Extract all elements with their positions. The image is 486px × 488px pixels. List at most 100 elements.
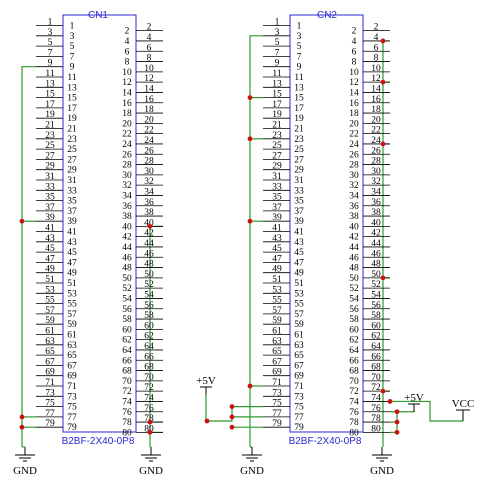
pin-number-outer: 27 bbox=[45, 151, 55, 161]
pin-number-inner: 43 bbox=[67, 238, 77, 248]
pin-number-inner: 39 bbox=[67, 217, 77, 227]
connector-cn2-body bbox=[289, 14, 364, 433]
pin-number-inner: 41 bbox=[294, 228, 304, 238]
junction-dot bbox=[380, 38, 386, 44]
pin-number-outer: 22 bbox=[371, 126, 381, 136]
pin-number-inner: 53 bbox=[67, 289, 77, 299]
pin-number-inner: 77 bbox=[294, 413, 304, 423]
pin-number-inner: 10 bbox=[122, 68, 132, 78]
pin-number-inner: 44 bbox=[122, 243, 132, 253]
pin-number-outer: 65 bbox=[45, 347, 55, 357]
vcc-symbol bbox=[456, 409, 470, 421]
pin-number-outer: 51 bbox=[272, 275, 282, 285]
pin-number-outer: 49 bbox=[45, 265, 55, 275]
pin-number-outer: 38 bbox=[144, 208, 154, 218]
pin-number-outer: 30 bbox=[371, 167, 381, 177]
pin-number-inner: 48 bbox=[349, 264, 359, 274]
pin-number-outer: 36 bbox=[371, 198, 381, 208]
pin-number-inner: 24 bbox=[349, 140, 359, 150]
pin-number-outer: 64 bbox=[371, 342, 381, 352]
pin-number-outer: 1 bbox=[275, 18, 280, 28]
pin-number-inner: 36 bbox=[349, 202, 359, 212]
pin-number-inner: 3 bbox=[70, 32, 75, 42]
pin-number-outer: 65 bbox=[272, 347, 282, 357]
plus5v-symbol-2 bbox=[408, 403, 420, 412]
pin-number-outer: 21 bbox=[45, 121, 55, 131]
pin-number-inner: 8 bbox=[125, 58, 130, 68]
pin-number-outer: 39 bbox=[45, 213, 55, 223]
pin-number-inner: 35 bbox=[294, 197, 304, 207]
pin-number-inner: 48 bbox=[122, 264, 132, 274]
pin-number-outer: 73 bbox=[45, 388, 55, 398]
pin-number-inner: 11 bbox=[294, 73, 303, 83]
pin-number-outer: 25 bbox=[45, 141, 55, 151]
pin-number-outer: 16 bbox=[144, 95, 154, 105]
pin-number-inner: 57 bbox=[67, 310, 77, 320]
gnd-label-4: GND bbox=[370, 465, 394, 477]
pin-number-inner: 18 bbox=[349, 109, 359, 119]
pin-number-inner: 63 bbox=[294, 341, 304, 351]
pin-number-outer: 4 bbox=[374, 33, 379, 43]
pin-number-inner: 22 bbox=[349, 130, 359, 140]
pin-number-outer: 53 bbox=[45, 285, 55, 295]
pin-number-inner: 30 bbox=[122, 171, 132, 181]
pin-number-outer: 29 bbox=[272, 162, 282, 172]
pin-number-inner: 46 bbox=[122, 253, 132, 263]
pin-number-outer: 23 bbox=[45, 131, 55, 141]
pin-number-outer: 74 bbox=[371, 393, 381, 403]
pin-number-inner: 23 bbox=[67, 135, 77, 145]
pin-number-outer: 33 bbox=[45, 182, 55, 192]
pin-number-outer: 54 bbox=[371, 290, 381, 300]
pin-number-inner: 13 bbox=[67, 83, 77, 93]
wires bbox=[21, 35, 463, 455]
pin-number-outer: 10 bbox=[371, 64, 381, 74]
pin-number-inner: 8 bbox=[352, 58, 357, 68]
pin-number-inner: 62 bbox=[122, 336, 132, 346]
pin-number-inner: 17 bbox=[67, 104, 77, 114]
pin-number-outer: 64 bbox=[144, 342, 154, 352]
pin-number-inner: 40 bbox=[349, 222, 359, 232]
junction-dot bbox=[229, 404, 235, 409]
pin-number-outer: 15 bbox=[272, 90, 282, 100]
pin-number-outer: 17 bbox=[45, 100, 55, 110]
pin-number-inner: 37 bbox=[67, 207, 77, 217]
pin-number-outer: 19 bbox=[45, 110, 55, 120]
pin-number-inner: 51 bbox=[294, 279, 304, 289]
junction-dot bbox=[380, 141, 386, 147]
pin-number-outer: 67 bbox=[45, 357, 55, 367]
pin-number-outer: 76 bbox=[144, 404, 154, 414]
pin-number-inner: 73 bbox=[67, 392, 77, 402]
pin-number-outer: 68 bbox=[144, 363, 154, 373]
pin-number-outer: 42 bbox=[371, 229, 381, 239]
pin-number-inner: 16 bbox=[349, 99, 359, 109]
junction-dot bbox=[380, 275, 386, 281]
junction-dot bbox=[229, 414, 235, 420]
pin-number-outer: 16 bbox=[371, 95, 381, 105]
junction-dot bbox=[147, 223, 153, 229]
pin-number-inner: 26 bbox=[122, 150, 132, 160]
pin-number-outer: 36 bbox=[144, 198, 154, 208]
pin-number-outer: 49 bbox=[272, 265, 282, 275]
junctions bbox=[19, 38, 400, 435]
pin-number-inner: 7 bbox=[297, 52, 302, 62]
pin-number-outer: 35 bbox=[272, 193, 282, 203]
pin-number-outer: 24 bbox=[371, 136, 381, 146]
pin-number-outer: 4 bbox=[147, 33, 152, 43]
pin-number-outer: 69 bbox=[272, 368, 282, 378]
pin-number-inner: 12 bbox=[122, 78, 132, 88]
pin-number-outer: 3 bbox=[275, 28, 280, 38]
pin-number-inner: 22 bbox=[122, 130, 132, 140]
pin-number-inner: 69 bbox=[294, 372, 304, 382]
pin-number-inner: 76 bbox=[349, 408, 359, 418]
pin-number-outer: 60 bbox=[371, 321, 381, 331]
plus5v-wire-left bbox=[205, 395, 263, 422]
pin-number-outer: 52 bbox=[144, 280, 154, 290]
pin-number-inner: 24 bbox=[122, 140, 132, 150]
pin-number-inner: 77 bbox=[67, 413, 77, 423]
pin-number-inner: 5 bbox=[70, 42, 75, 52]
pin-number-outer: 31 bbox=[272, 172, 282, 182]
pin-number-outer: 55 bbox=[45, 296, 55, 306]
pin-number-inner: 15 bbox=[67, 94, 77, 104]
pin-number-outer: 48 bbox=[371, 260, 381, 270]
